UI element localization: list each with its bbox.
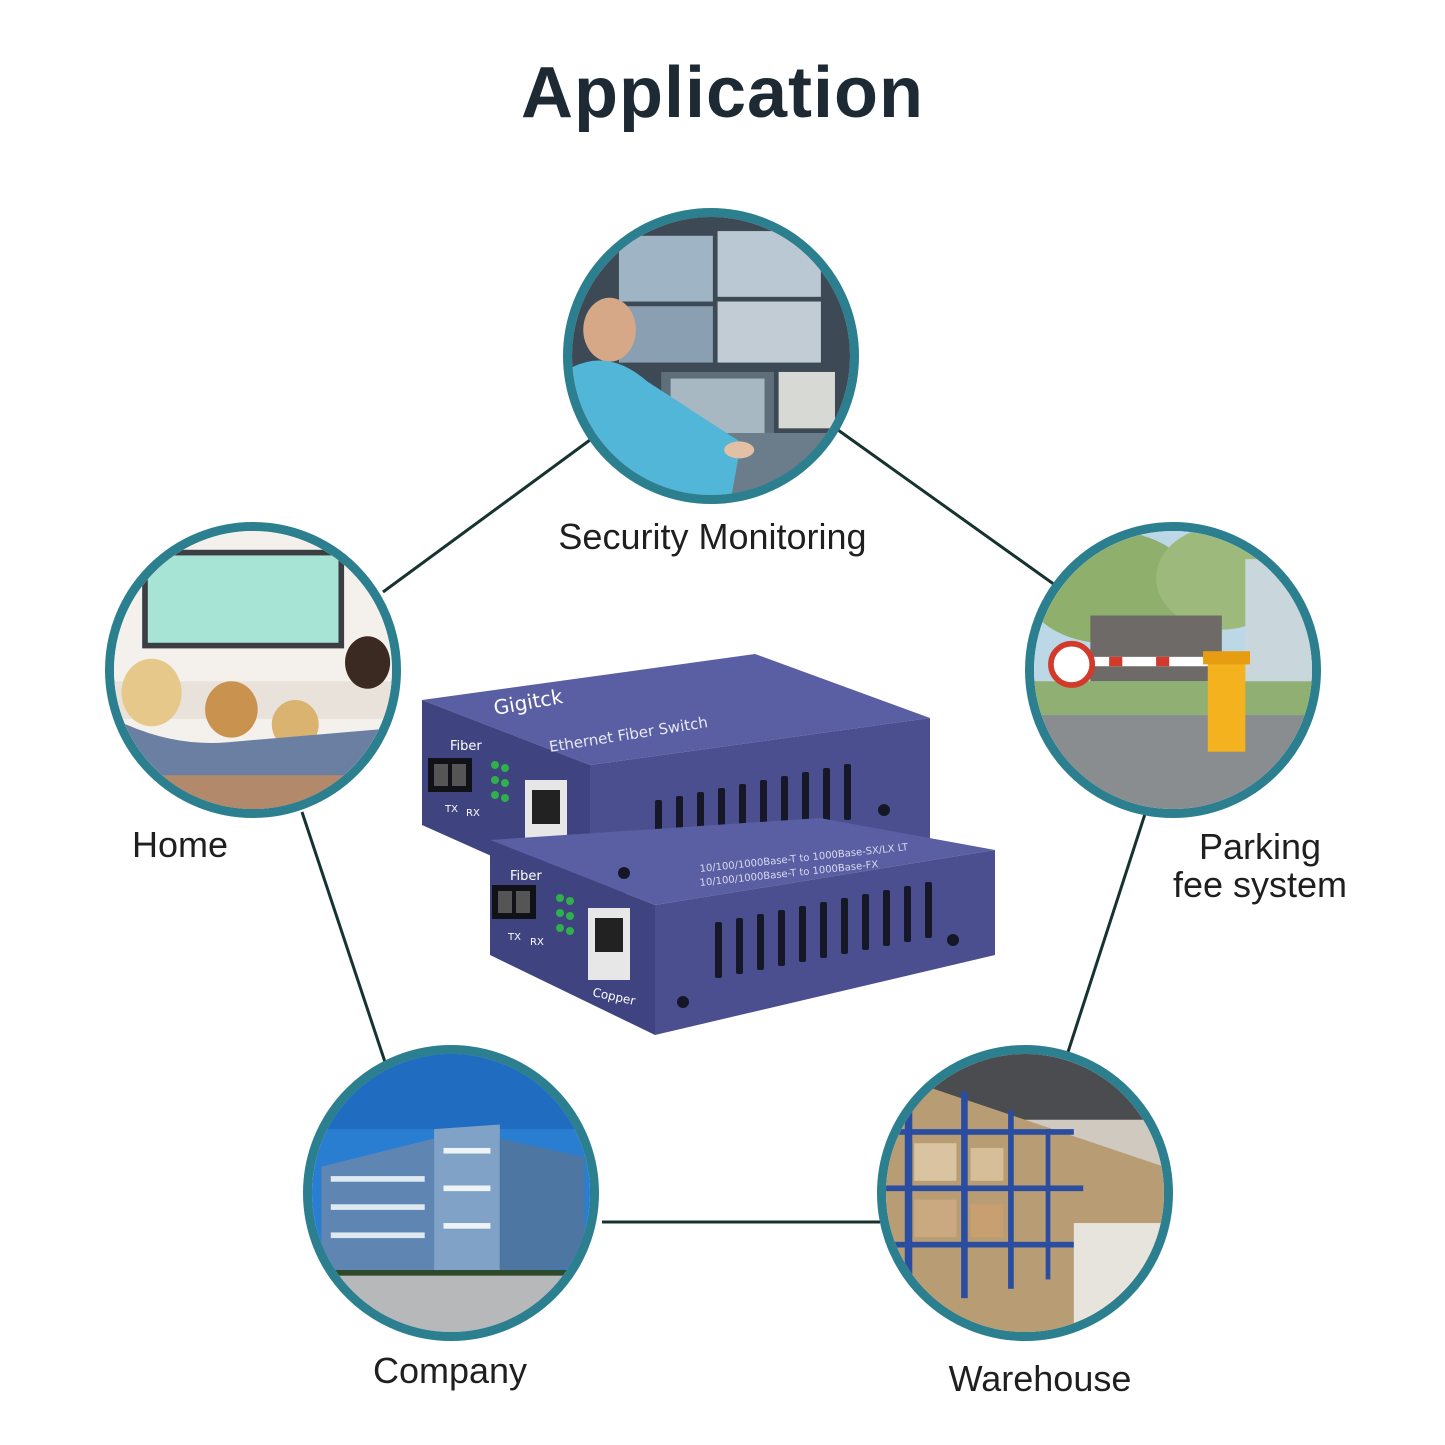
security-monitoring-image — [563, 208, 859, 504]
warehouse-image — [877, 1045, 1173, 1341]
fiber-label-front: Fiber — [510, 869, 542, 884]
fiber-label-back: Fiber — [450, 739, 482, 754]
office-building-photo — [312, 1054, 590, 1332]
label-parking-fee-system: Parking fee system — [1140, 828, 1380, 904]
rx-label-front: RX — [530, 937, 544, 948]
fiber-media-converter-pair: Gigitck Ethernet Fiber Switch Fiber TX R… — [400, 640, 1020, 1050]
warehouse-photo — [886, 1054, 1164, 1332]
rx-label-back: RX — [466, 808, 480, 819]
label-company: Company — [372, 1350, 528, 1391]
home-image — [105, 522, 401, 818]
security-monitoring-photo — [572, 217, 850, 495]
label-warehouse: Warehouse — [948, 1358, 1132, 1399]
parking-image — [1025, 522, 1321, 818]
label-parking-line1: Parking — [1198, 826, 1322, 867]
home-photo — [114, 531, 392, 809]
tx-label-front: TX — [507, 932, 521, 943]
media-converter-illustration: Gigitck Ethernet Fiber Switch Fiber TX R… — [422, 654, 995, 1035]
company-image — [303, 1045, 599, 1341]
label-home: Home — [131, 824, 229, 865]
parking-barrier-photo — [1034, 531, 1312, 809]
page-title: Application — [521, 53, 924, 133]
label-parking-line2: fee system — [1172, 864, 1348, 905]
tx-label-back: TX — [444, 804, 458, 815]
label-security-monitoring: Security Monitoring — [558, 516, 867, 557]
